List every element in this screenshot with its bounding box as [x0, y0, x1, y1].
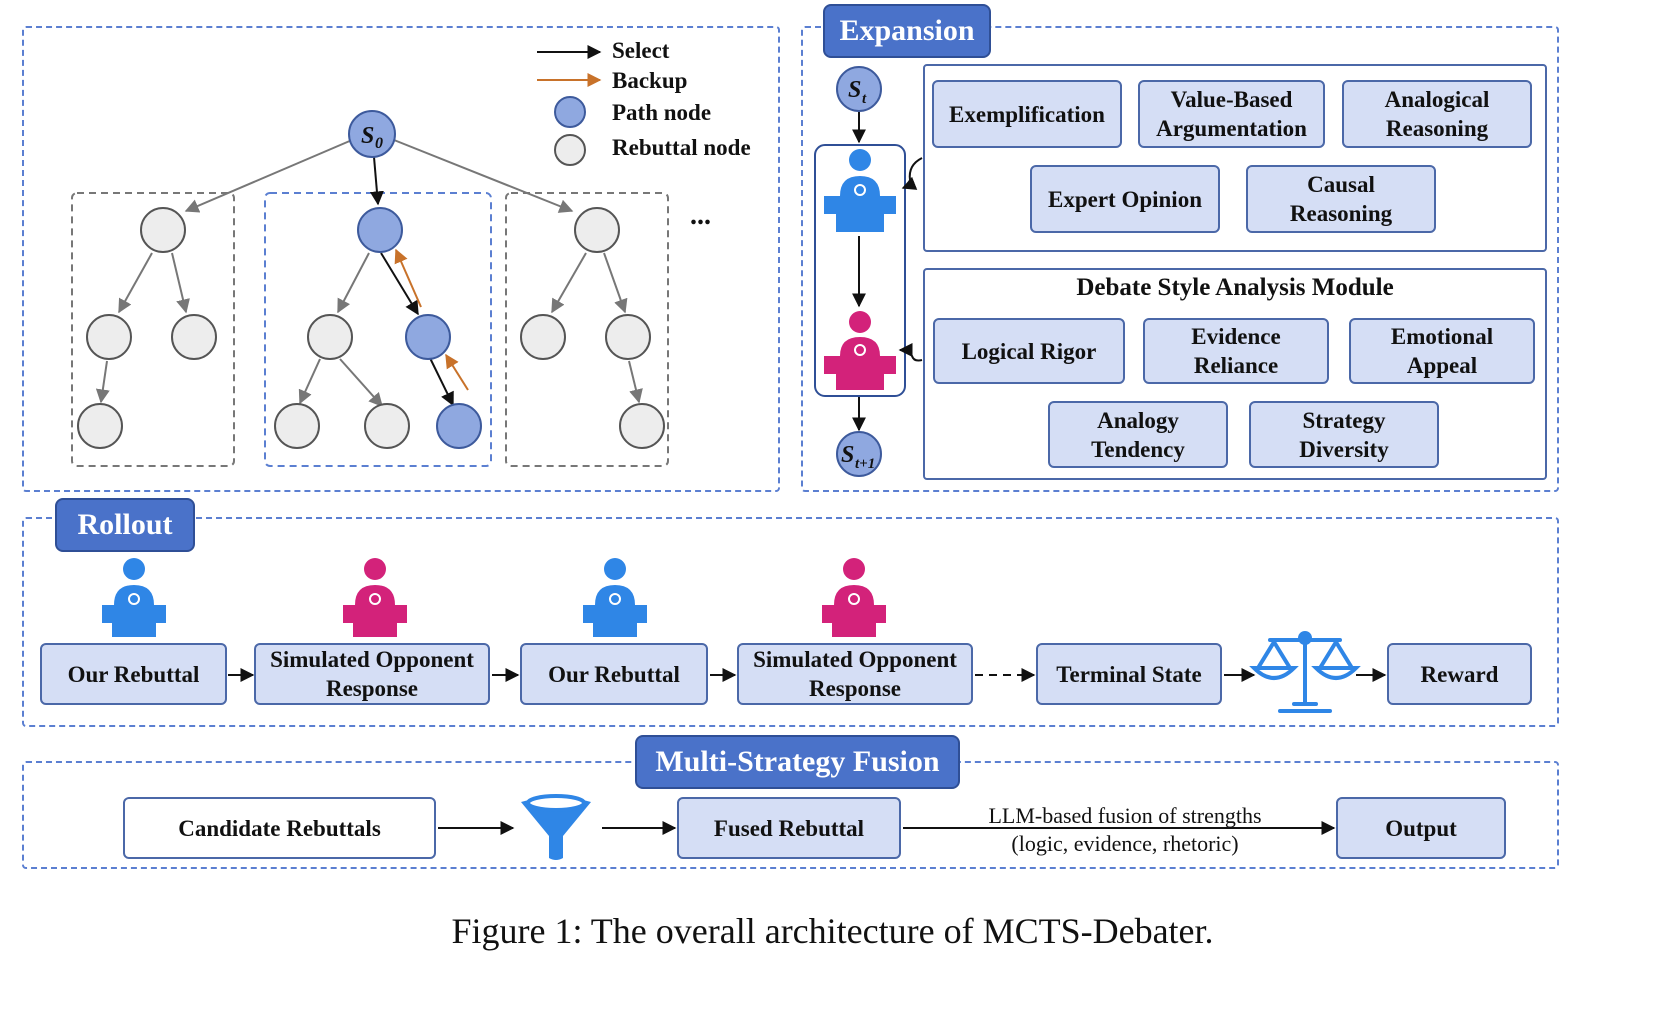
- svg-text:t: t: [862, 91, 867, 107]
- legend-rebuttal-node-icon: [554, 134, 586, 166]
- legend-path-node-icon: [554, 96, 586, 128]
- tree-node: [77, 403, 123, 449]
- legend-path-node-label: Path node: [612, 100, 712, 125]
- tree-node: [140, 207, 186, 253]
- figure-caption: Figure 1: The overall architecture of MC…: [451, 911, 1214, 951]
- svg-text:t+1: t+1: [855, 456, 875, 472]
- style-box: Analogy Tendency: [1048, 401, 1228, 468]
- rollout-step-opponent-response: Simulated Opponent Response: [737, 643, 973, 705]
- style-box: Logical Rigor: [933, 318, 1125, 384]
- legend-select-label: Select: [612, 38, 670, 63]
- tree-node: [364, 403, 410, 449]
- tree-node: [520, 314, 566, 360]
- strategy-group: [923, 64, 1547, 252]
- root-node: [348, 110, 396, 158]
- strategy-box: Expert Opinion: [1030, 165, 1220, 233]
- our-speaker-icon: [824, 149, 896, 232]
- style-module-title: Debate Style Analysis Module: [1076, 274, 1394, 301]
- style-module: [923, 268, 1547, 480]
- rollout-terminal-state: Terminal State: [1036, 643, 1222, 705]
- mcts-tree-panel: [22, 26, 780, 492]
- tree-ellipsis: ...: [690, 200, 711, 231]
- path-node: [357, 207, 403, 253]
- style-box: Strategy Diversity: [1249, 401, 1439, 468]
- speaker-column: [814, 144, 906, 397]
- rollout-opponent-speaker-icon: [822, 558, 886, 637]
- path-node: [405, 314, 451, 360]
- opponent-speaker-icon: [824, 311, 896, 390]
- strategy-box: Causal Reasoning: [1246, 165, 1436, 233]
- candidate-rebuttals: Candidate Rebuttals: [123, 797, 436, 859]
- funnel-icon: [521, 794, 591, 860]
- fusion-note-line1: LLM-based fusion of strengths: [988, 803, 1262, 828]
- balance-scale-icon: [1249, 631, 1361, 713]
- tree-node: [307, 314, 353, 360]
- rollout-panel: [22, 517, 1559, 727]
- path-node: [436, 403, 482, 449]
- fusion-title: Multi-Strategy Fusion: [635, 735, 960, 789]
- tree-node: [171, 314, 217, 360]
- svg-text:S: S: [361, 123, 374, 149]
- legend-backup-label: Backup: [612, 68, 688, 93]
- rollout-step-our-rebuttal: Our Rebuttal: [520, 643, 708, 705]
- strategy-box: Value-Based Argumentation: [1138, 80, 1325, 148]
- rollout-our-speaker-icon: [102, 558, 166, 637]
- rollout-our-speaker-icon: [583, 558, 647, 637]
- svg-text:S: S: [848, 77, 861, 103]
- expansion-title: Expansion: [823, 4, 991, 58]
- tree-node: [86, 314, 132, 360]
- fused-rebuttal: Fused Rebuttal: [677, 797, 901, 859]
- strategy-box: Exemplification: [932, 80, 1122, 148]
- rollout-step-our-rebuttal: Our Rebuttal: [40, 643, 227, 705]
- expansion-panel: [801, 26, 1559, 492]
- rollout-step-opponent-response: Simulated Opponent Response: [254, 643, 490, 705]
- tree-node: [274, 403, 320, 449]
- subtree-box-right: [505, 192, 669, 467]
- strategy-box: Analogical Reasoning: [1342, 80, 1532, 148]
- fusion-note-line2: (logic, evidence, rhetoric): [1011, 831, 1239, 856]
- svg-text:0: 0: [375, 135, 383, 152]
- legend-rebuttal-node-label: Rebuttal node: [612, 135, 751, 160]
- state-t-node: [836, 66, 882, 112]
- tree-node: [619, 403, 665, 449]
- svg-text:S: S: [841, 442, 854, 468]
- style-box: Evidence Reliance: [1143, 318, 1329, 384]
- state-t1-node: [836, 431, 882, 477]
- rollout-reward: Reward: [1387, 643, 1532, 705]
- rollout-opponent-speaker-icon: [343, 558, 407, 637]
- subtree-box-left: [71, 192, 235, 467]
- output-box: Output: [1336, 797, 1506, 859]
- tree-node: [605, 314, 651, 360]
- style-box: Emotional Appeal: [1349, 318, 1535, 384]
- rollout-title: Rollout: [55, 498, 195, 552]
- tree-node: [574, 207, 620, 253]
